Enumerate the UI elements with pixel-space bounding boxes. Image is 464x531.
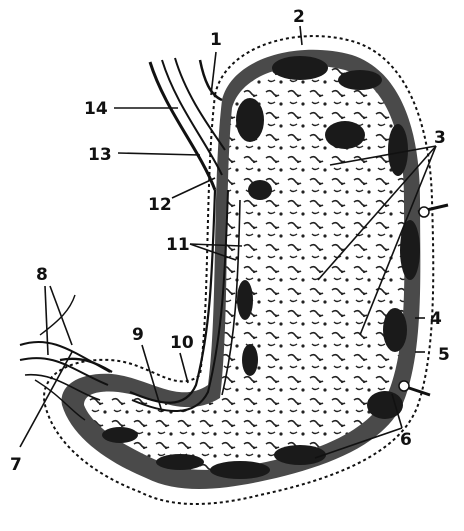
callout-13: 13 (88, 145, 112, 165)
callout-2: 2 (293, 7, 305, 27)
callout-11: 11 (166, 235, 190, 255)
callout-8: 8 (36, 265, 48, 285)
callout-3: 3 (434, 128, 446, 148)
callout-6: 6 (400, 430, 412, 450)
callout-12: 12 (148, 195, 172, 215)
callout-4: 4 (430, 309, 442, 329)
callout-10: 10 (170, 333, 194, 353)
callout-9: 9 (132, 325, 144, 345)
callout-7: 7 (10, 455, 22, 475)
callout-5: 5 (438, 345, 450, 365)
callout-14: 14 (84, 99, 108, 119)
callout-1: 1 (210, 30, 222, 50)
